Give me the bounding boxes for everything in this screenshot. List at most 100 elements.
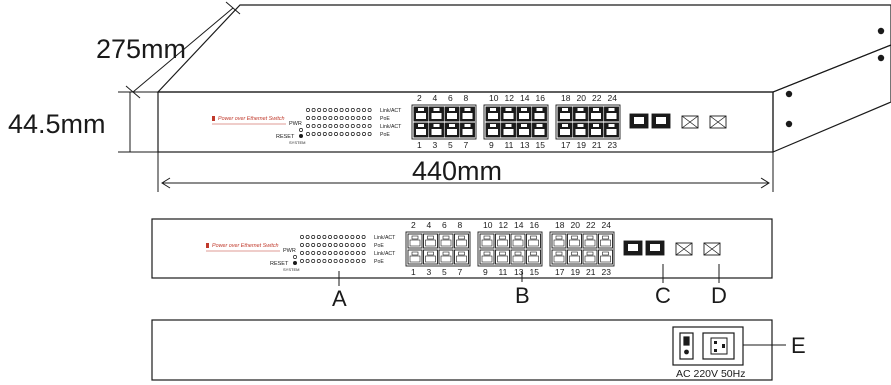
port-number-bottom: 17 <box>555 267 565 277</box>
led-indicator-icon <box>328 251 332 255</box>
rj45-jack <box>440 255 452 263</box>
rj45-latch <box>602 235 609 240</box>
port-number-top: 2 <box>417 93 422 103</box>
sfp-slot-cross <box>675 242 693 256</box>
led-indicator-icon <box>305 243 310 247</box>
rj45-port-icon <box>407 249 423 265</box>
led-indicator-icon <box>300 243 304 247</box>
led-indicator-icon <box>356 235 360 239</box>
led-indicator-icon <box>311 243 316 247</box>
led-indicator-icon <box>328 124 333 128</box>
rj45-latch <box>555 251 563 256</box>
power-switch-icon <box>679 332 694 360</box>
led-indicator-icon <box>339 235 344 239</box>
led-indicator-icon <box>344 243 349 247</box>
rj45-latch <box>483 251 491 256</box>
led-indicator-icon <box>300 251 304 255</box>
port-number-top: 14 <box>514 220 524 230</box>
led-indicator-icon <box>367 132 372 136</box>
port-number-bottom: 13 <box>514 267 524 277</box>
rj45-port-icon <box>454 249 469 265</box>
rj45-port-icon <box>551 233 567 249</box>
uplink-jack <box>650 244 660 251</box>
rj45-latch <box>555 235 563 240</box>
system-label: SYSTEM <box>289 140 305 145</box>
width-dimension <box>157 152 774 192</box>
rj45-latch <box>442 251 450 256</box>
rj45-jack <box>488 113 498 119</box>
port-number-bottom: 19 <box>577 140 587 150</box>
rj45-latch <box>608 108 615 111</box>
power-inlet-frame <box>672 326 744 366</box>
rj45-jack <box>497 239 508 247</box>
rj45-latch <box>490 124 496 127</box>
rj45-jack <box>600 239 611 247</box>
led-indicator-icon <box>350 235 355 239</box>
rj45-latch <box>562 124 568 127</box>
rj45-jack <box>584 239 596 247</box>
rj45-latch <box>530 235 537 240</box>
rj45-latch <box>514 235 522 240</box>
callout-d: D <box>711 283 727 308</box>
led-indicator-icon <box>350 132 355 136</box>
rj45-port-icon <box>598 249 613 265</box>
rj45-jack <box>534 113 545 119</box>
pwr-label: PWR <box>283 248 296 254</box>
led-indicator-icon <box>322 116 327 120</box>
rj45-port-icon <box>423 233 438 249</box>
rj45-latch <box>521 124 527 127</box>
led-indicator-icon <box>345 116 350 120</box>
rj45-latch <box>602 251 609 256</box>
led-indicator-icon <box>317 124 322 128</box>
rj45-jack <box>503 129 514 135</box>
rack-hole <box>785 120 793 128</box>
port-number-bottom: 1 <box>411 267 416 277</box>
port-number-bottom: 23 <box>602 267 612 277</box>
led-row-label: Link/ACT <box>380 124 402 130</box>
rj45-jack <box>519 113 529 119</box>
led-indicator-icon <box>356 124 361 128</box>
rj45-latch <box>464 124 471 127</box>
port-number-bottom: 15 <box>530 267 540 277</box>
rj45-latch <box>427 235 434 240</box>
led-indicator-icon <box>350 108 355 112</box>
led-indicator-icon <box>311 108 316 112</box>
rj45-jack <box>447 113 457 119</box>
led-indicator-icon <box>316 243 321 247</box>
led-indicator-icon <box>367 124 372 128</box>
rj45-port-icon <box>598 233 613 249</box>
rj45-jack <box>447 129 457 135</box>
rj45-port-icon <box>438 249 454 265</box>
port-group-frame <box>405 231 471 267</box>
rj45-latch <box>586 235 594 240</box>
sfp-slot-icon <box>681 115 699 129</box>
rj45-latch <box>464 108 471 111</box>
rj45-port-icon <box>479 233 495 249</box>
rj45-port-icon <box>423 249 438 265</box>
sfp-slot-cross <box>681 115 699 129</box>
reset-label: RESET <box>270 261 289 267</box>
rj45-latch <box>593 124 599 127</box>
led-indicator-icon <box>339 132 344 136</box>
brand-mark-icon <box>212 116 215 121</box>
led-indicator-icon <box>328 108 333 112</box>
port-number-top: 18 <box>555 220 565 230</box>
rj45-port-icon <box>582 249 598 265</box>
callout-leaders <box>338 264 720 286</box>
rj45-latch <box>521 108 527 111</box>
port-number-bottom: 21 <box>586 267 596 277</box>
pwr-led-icon <box>293 255 297 259</box>
port-number-top: 20 <box>571 220 581 230</box>
led-indicator-icon <box>333 251 338 255</box>
rj45-jack <box>481 255 493 263</box>
callout-a: A <box>332 286 347 311</box>
rj45-port-icon <box>454 233 469 249</box>
port-number-top: 24 <box>602 220 612 230</box>
led-indicator-icon <box>300 259 304 263</box>
rj45-port-icon <box>510 249 526 265</box>
led-indicator-icon <box>322 251 327 255</box>
rj45-latch <box>514 251 522 256</box>
housing-top-surface <box>156 4 891 93</box>
led-indicator-icon <box>306 124 310 128</box>
sfp-slot-icon <box>703 242 721 256</box>
